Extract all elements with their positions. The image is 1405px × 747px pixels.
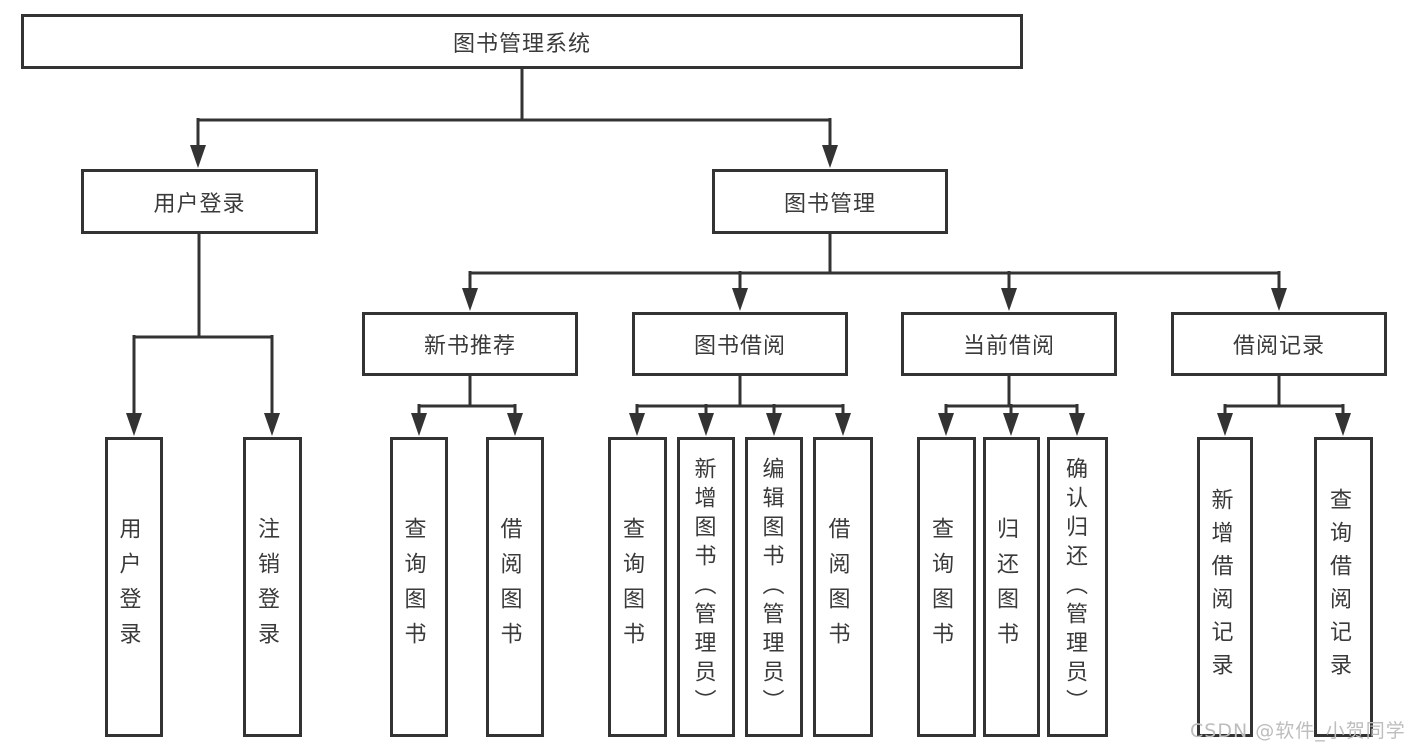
node-label: 图书管理系统 [452,31,591,57]
node-label: 用户登录 [115,517,141,657]
node-label: 新增借阅记录 [1207,488,1233,686]
node-book-borrowing: 图书借阅 [632,312,848,376]
node-label: 查询借阅记录 [1326,488,1351,686]
node-label: 注销登录 [254,517,279,657]
node-label: 归还图书 [993,517,1018,657]
leaf-borrow-books-recommend: 借阅图书 [486,437,544,737]
node-new-book-recommendation: 新书推荐 [362,312,578,376]
leaf-edit-books-admin: 编辑图书（管理员） [745,437,803,737]
node-current-borrowing: 当前借阅 [901,312,1117,376]
leaf-user-login: 用户登录 [105,437,163,737]
node-label: 用户登录 [153,191,246,217]
node-label: 借阅记录 [1232,334,1325,359]
csdn-watermark: CSDN @软件_小贺同学 [1190,720,1405,742]
node-label: 新增图书（管理员） [690,456,716,718]
node-user-login: 用户登录 [81,169,318,234]
leaf-add-books-admin: 新增图书（管理员） [677,437,735,737]
node-label: 图书管理 [783,191,876,217]
node-label: 查询图书 [928,517,953,657]
node-label: 借阅图书 [496,517,522,657]
node-label: 图书借阅 [693,334,786,359]
node-label: 确认归还（管理员） [1062,456,1087,718]
node-book-management: 图书管理 [712,169,948,234]
node-label: 当前借阅 [962,334,1055,359]
node-label: 查询图书 [400,517,426,657]
leaf-confirm-return-admin: 确认归还（管理员） [1047,437,1108,737]
leaf-query-books-current: 查询图书 [917,437,976,737]
leaf-query-borrow-record: 查询借阅记录 [1314,437,1373,737]
node-borrowing-records: 借阅记录 [1171,312,1387,376]
leaf-query-books-recommend: 查询图书 [390,437,448,737]
leaf-borrow-books: 借阅图书 [813,437,873,737]
leaf-logout: 注销登录 [243,437,302,737]
node-library-management-system: 图书管理系统 [21,14,1023,69]
arrowheads [126,145,1351,436]
node-label: 编辑图书（管理员） [758,456,784,718]
leaf-query-books-borrow: 查询图书 [608,437,667,737]
leaf-add-borrow-record: 新增借阅记录 [1197,437,1253,737]
leaf-return-books: 归还图书 [983,437,1040,737]
node-label: 借阅图书 [824,517,850,657]
node-label: 查询图书 [619,517,644,657]
node-label: 新书推荐 [423,334,516,359]
